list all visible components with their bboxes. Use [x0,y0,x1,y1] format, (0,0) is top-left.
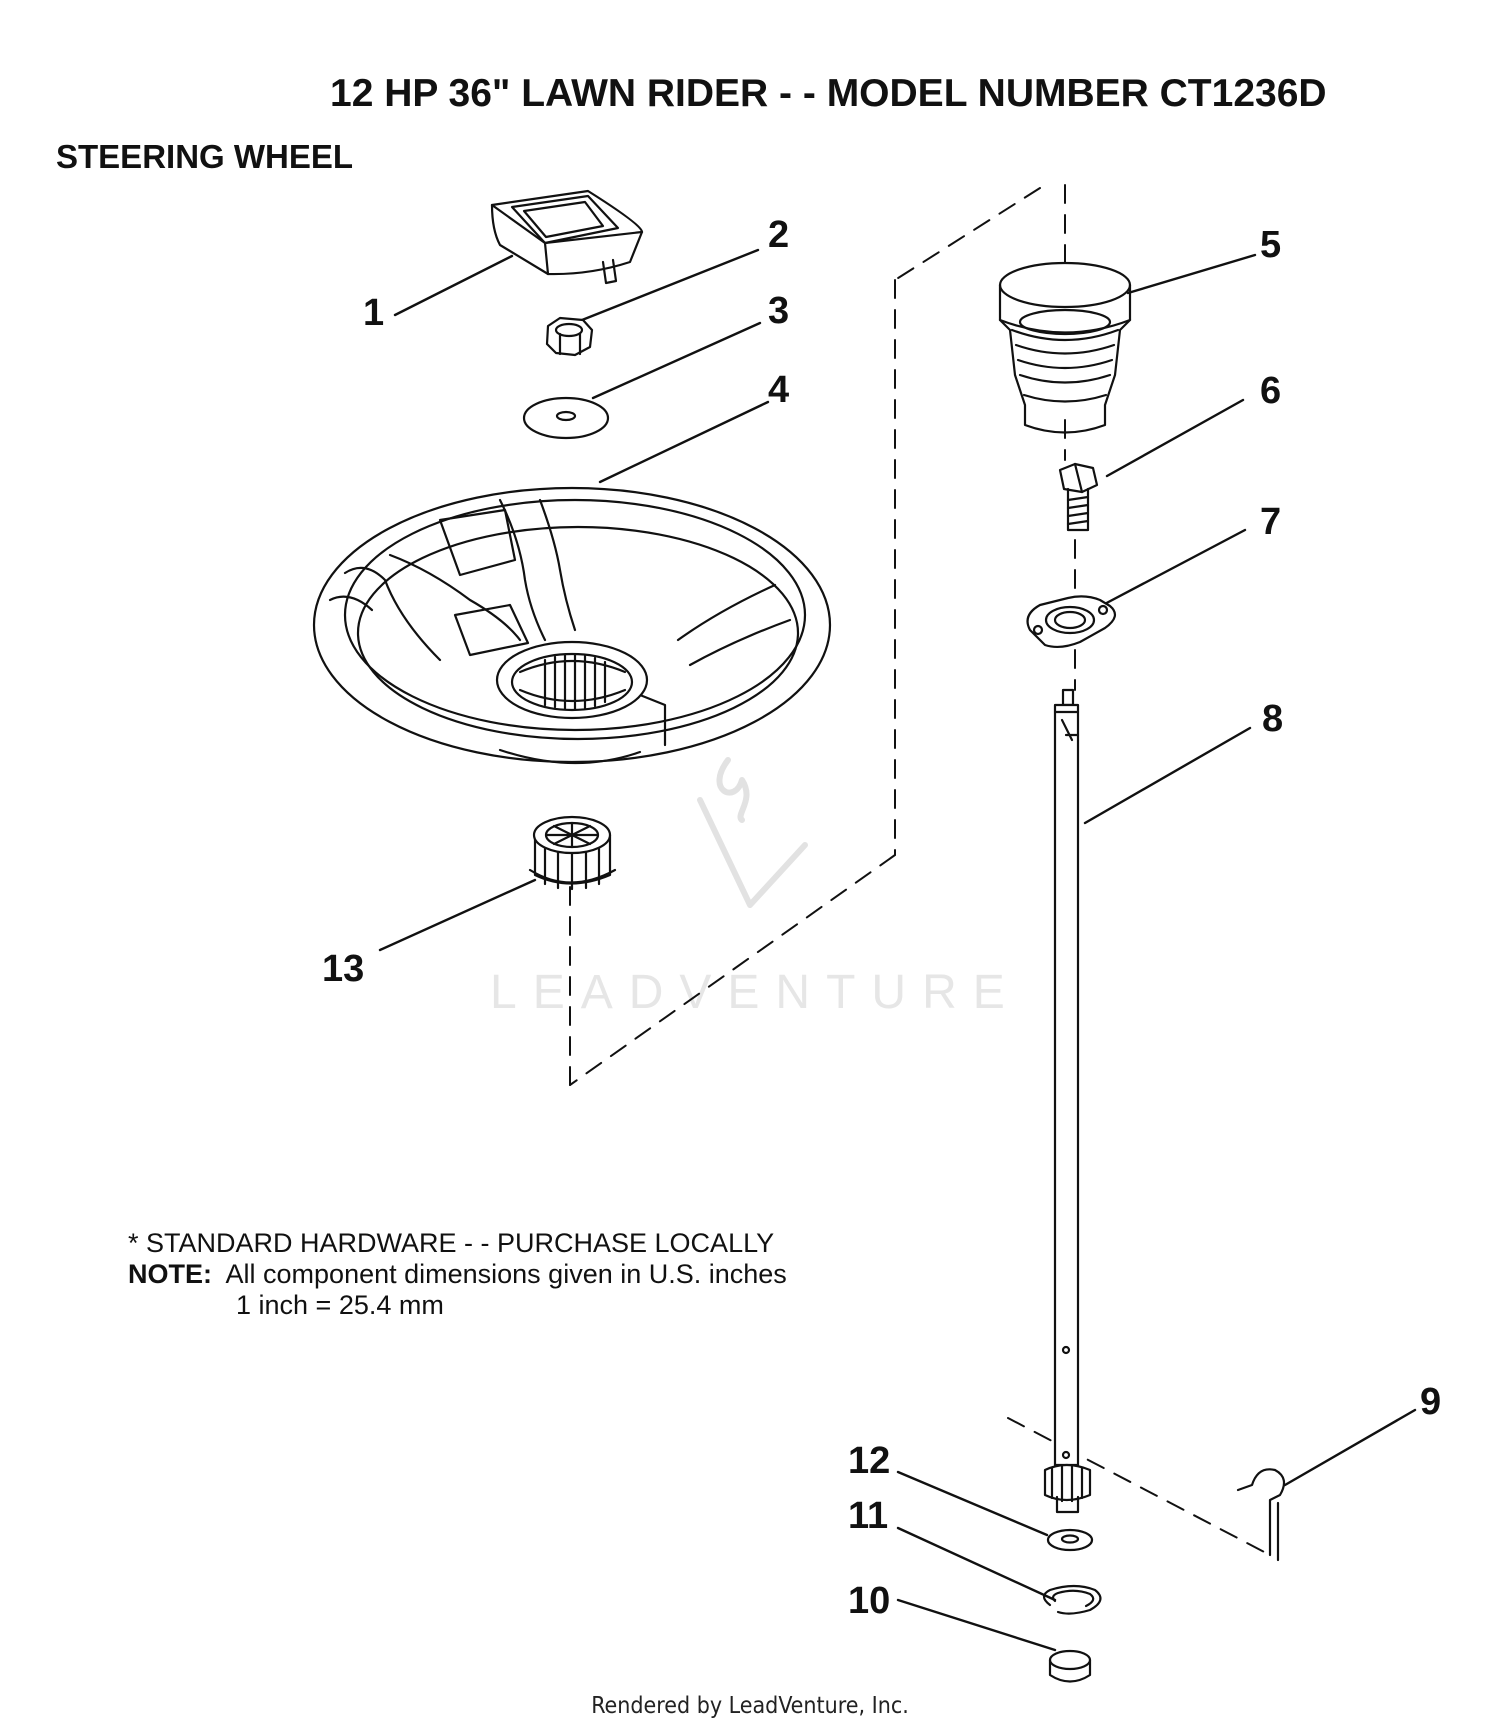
footer-credit: Rendered by LeadVenture, Inc. [591,1693,909,1719]
callout-1: 1 [363,292,385,334]
standard-hardware-note: * STANDARD HARDWARE - - PURCHASE LOCALLY [128,1228,775,1258]
watermark: LEADVENTURE [490,966,1021,1019]
callout-10: 10 [848,1580,891,1622]
nut-part [545,316,594,357]
conversion-note: 1 inch = 25.4 mm [236,1290,444,1320]
column-bezel-part [998,261,1132,434]
dimension-note: NOTE: All component dimensions given in … [128,1259,787,1290]
shaft-cap-part [1048,1649,1092,1683]
steering-cap-part [490,189,644,285]
watermark-logo [697,757,808,908]
callout-4: 4 [768,369,790,411]
callout-3: 3 [768,290,790,332]
callout-8: 8 [1262,698,1284,740]
spline-adapter-part [528,815,617,891]
leader-lines [378,248,1417,1652]
retaining-ring-part [1042,1584,1102,1615]
callout-13: 13 [322,948,365,990]
callout-11: 11 [848,1495,889,1537]
hairpin-clip-part [1236,1468,1286,1562]
assembly-lines [569,184,1271,1556]
callout-9: 9 [1420,1381,1442,1423]
small-washer-part [1046,1528,1094,1552]
flange-bearing-part [1026,595,1117,649]
steering-shaft-part [1043,688,1092,1514]
callout-2: 2 [768,214,790,256]
callout-5: 5 [1260,224,1282,266]
notes-block: * STANDARD HARDWARE - - PURCHASE LOCALLY… [128,1228,787,1321]
washer-part [522,396,610,440]
note-label: NOTE: [128,1259,212,1289]
page-title: 12 HP 36" LAWN RIDER - - MODEL NUMBER CT… [330,72,1327,115]
callout-7: 7 [1260,501,1282,543]
callout-6: 6 [1260,370,1282,412]
steering-wheel-part [312,486,832,765]
callout-12: 12 [848,1440,891,1482]
bolt-part [1058,462,1099,532]
section-title: STEERING WHEEL [56,138,354,175]
note-text: All component dimensions given in U.S. i… [225,1259,787,1289]
